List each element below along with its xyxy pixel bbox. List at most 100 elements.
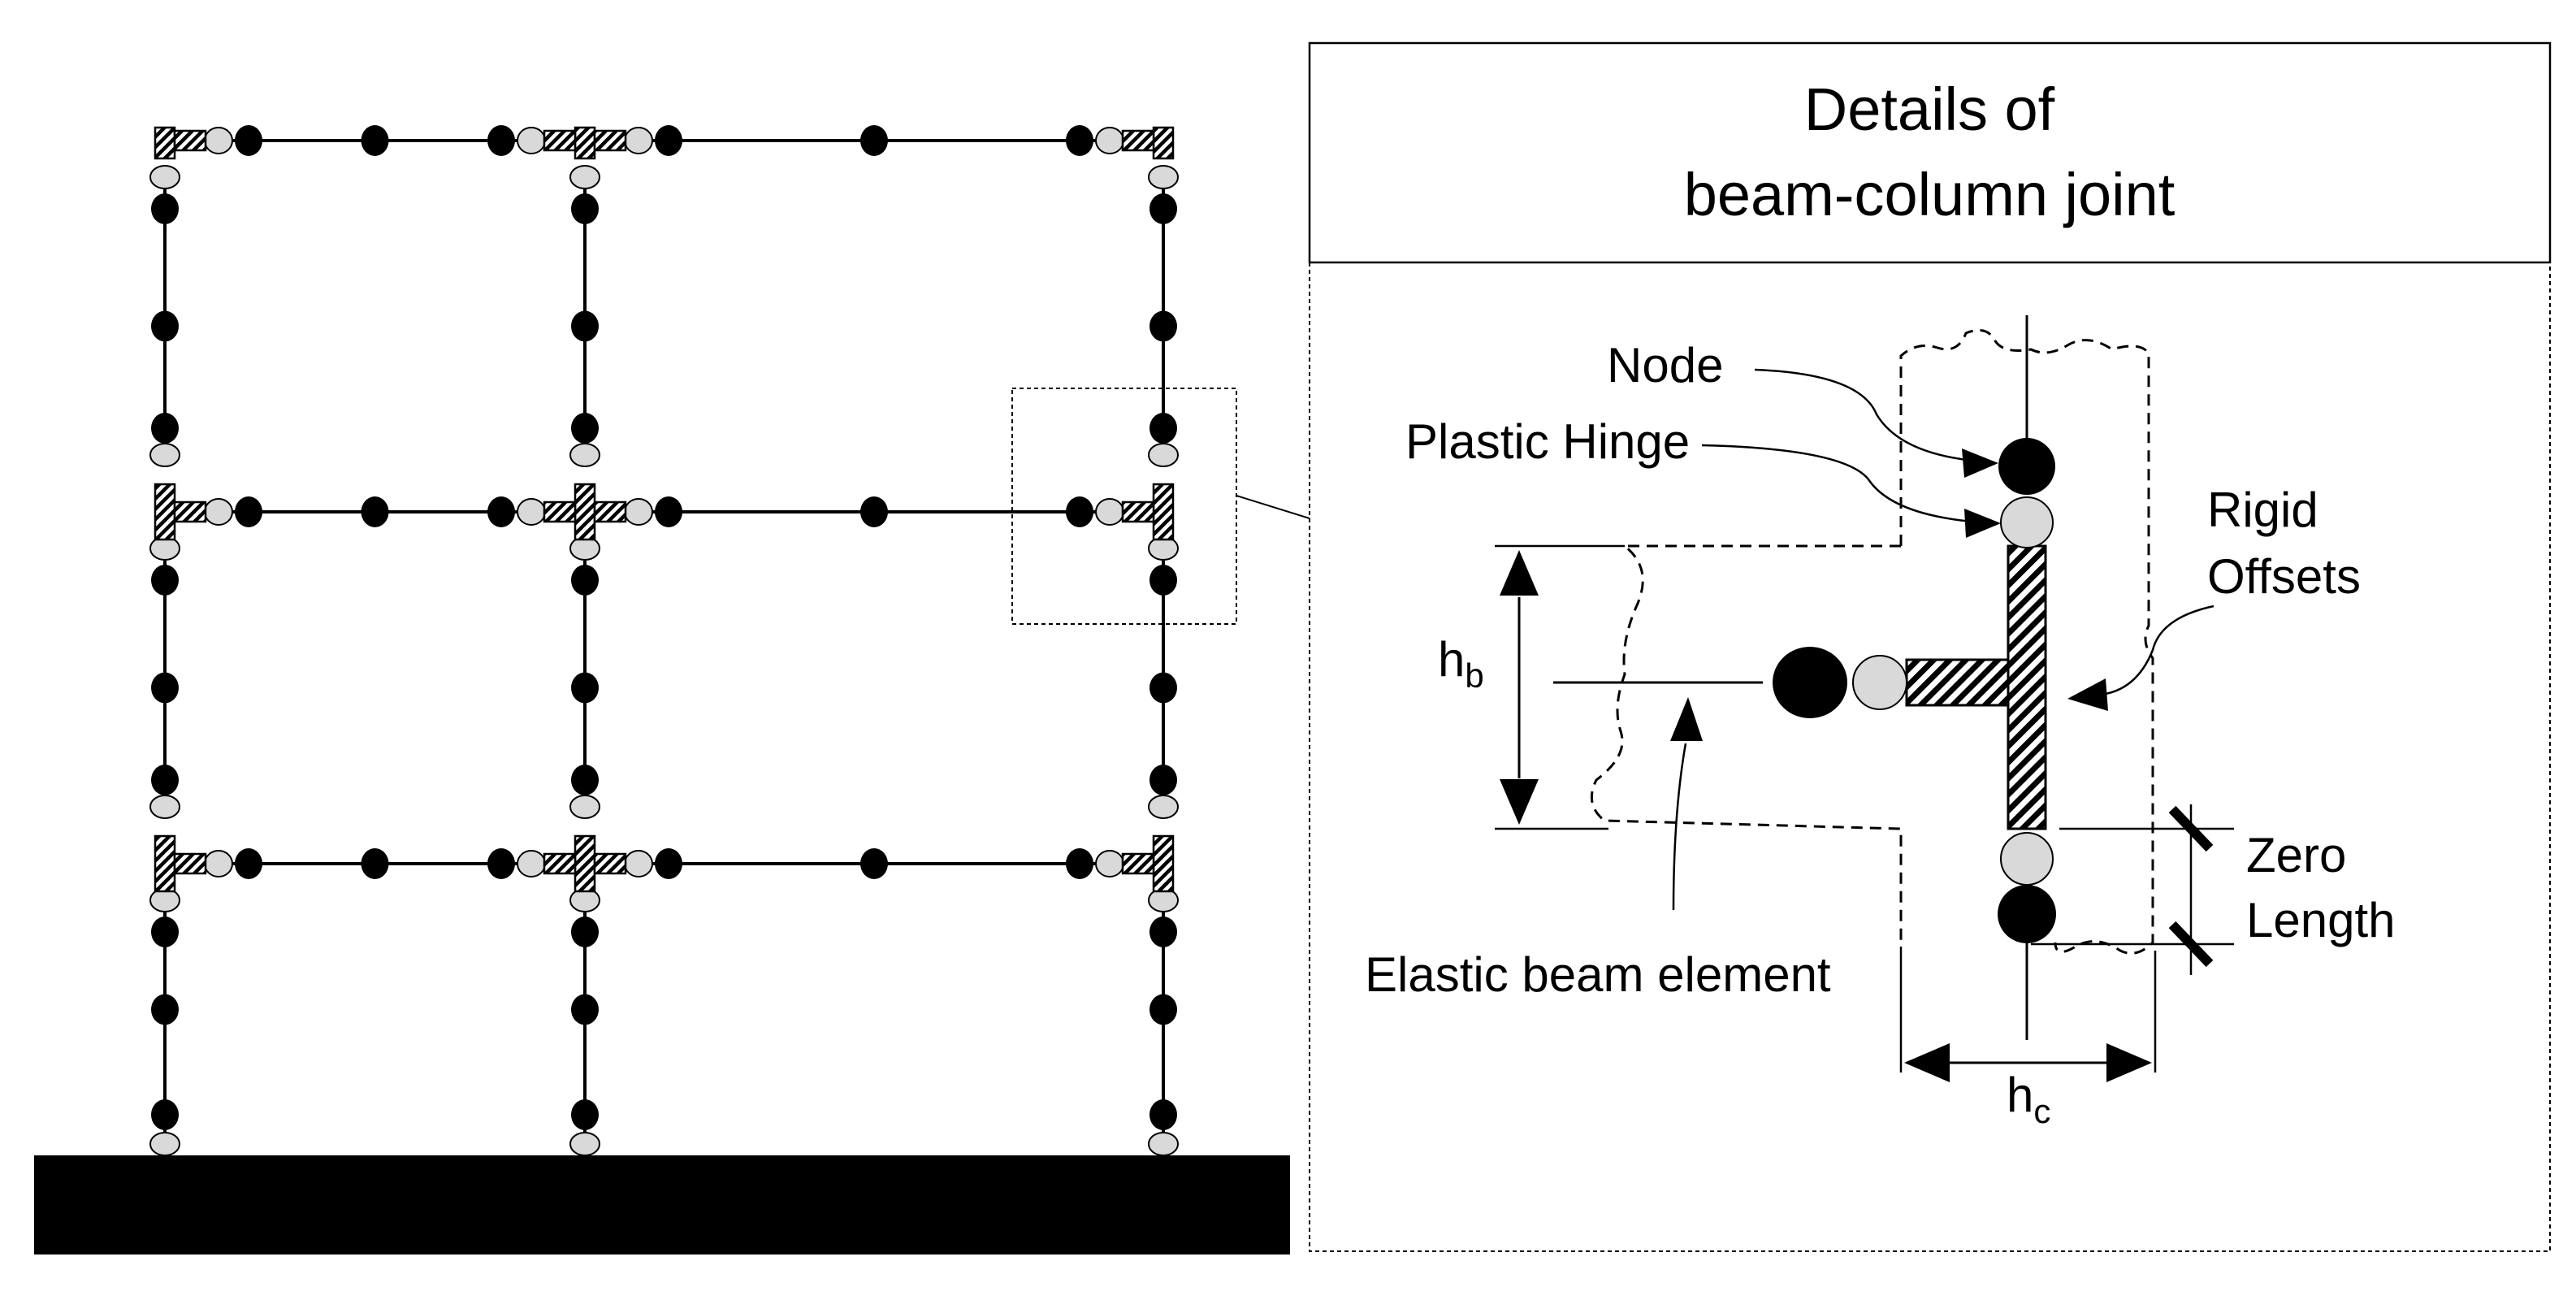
column-node-bottom[interactable] — [1149, 413, 1177, 444]
column-node-mid[interactable] — [151, 994, 179, 1025]
callout-box — [1011, 388, 1237, 625]
column-hinge-top[interactable] — [1148, 165, 1179, 189]
beam-node-mid[interactable] — [361, 496, 389, 527]
column-node-top[interactable] — [151, 193, 179, 224]
rigid-offset-beam-left — [1121, 129, 1155, 152]
rigid-offset-beam-right — [173, 129, 207, 152]
column-node-bottom[interactable] — [571, 1099, 599, 1130]
detail-hinge-beam[interactable] — [1852, 655, 1907, 710]
column-node-top[interactable] — [151, 565, 179, 596]
beam-hinge-left[interactable] — [624, 498, 653, 526]
beam-node-right[interactable] — [1066, 848, 1093, 879]
beam-node-left[interactable] — [655, 125, 682, 156]
beam-hinge-left[interactable] — [624, 127, 653, 154]
plastic-hinge-leader-arrowhead — [1964, 509, 2001, 538]
detail-node-beam[interactable] — [1773, 647, 1847, 718]
column-node-bottom[interactable] — [571, 413, 599, 444]
callout-leader — [1236, 495, 1310, 519]
zero-length-label-line2: Length — [2246, 893, 2396, 947]
beam-node-right[interactable] — [1066, 125, 1093, 156]
beam-hinge-left[interactable] — [204, 127, 233, 154]
detail-hinge-bottom[interactable] — [2000, 832, 2054, 886]
column-hinge-bottom[interactable] — [149, 795, 180, 819]
beam-node-right[interactable] — [1066, 496, 1093, 527]
rigid-offset-column — [154, 126, 176, 160]
zero-length-tick-bottom — [2168, 921, 2214, 968]
column-node-bottom[interactable] — [151, 1099, 179, 1130]
beam-hinge-right[interactable] — [1095, 498, 1124, 526]
column-node-mid[interactable] — [1149, 672, 1177, 704]
plastic-hinge-label[interactable]: Plastic Hinge — [1405, 414, 1690, 469]
rigid-offset-beam-left — [543, 500, 577, 523]
detail-node-top[interactable] — [1998, 438, 2055, 495]
column-node-bottom[interactable] — [1149, 1099, 1177, 1130]
beam-node-left[interactable] — [235, 848, 262, 879]
column-node-mid[interactable] — [571, 994, 599, 1025]
rigid-offset-beam[interactable] — [1905, 658, 2010, 707]
beam-node-mid[interactable] — [860, 848, 888, 879]
beam-node-mid[interactable] — [860, 125, 888, 156]
column-node-mid[interactable] — [571, 310, 599, 342]
beam-node-right[interactable] — [487, 125, 515, 156]
column-node-top[interactable] — [1149, 193, 1177, 224]
detail-hinge-top[interactable] — [2000, 496, 2054, 548]
rigid-offset-beam-left — [1121, 500, 1155, 523]
beam-node-right[interactable] — [487, 496, 515, 527]
beam-hinge-right[interactable] — [1095, 850, 1124, 878]
column-node-bottom[interactable] — [571, 765, 599, 795]
column-hinge-bottom[interactable] — [1148, 443, 1179, 467]
column-node-mid[interactable] — [571, 672, 599, 704]
column-node-bottom[interactable] — [1149, 765, 1177, 795]
column-node-top[interactable] — [571, 565, 599, 596]
beam-node-mid[interactable] — [361, 848, 389, 879]
column-node-bottom[interactable] — [151, 765, 179, 795]
beam-hinge-left[interactable] — [624, 850, 653, 878]
hc-label: hc — [2007, 1068, 2050, 1130]
beam-node-left[interactable] — [655, 496, 682, 527]
column-hinge-bottom[interactable] — [1148, 795, 1179, 819]
beam-node-mid[interactable] — [361, 125, 389, 156]
column-node-top[interactable] — [571, 193, 599, 224]
column-node-top[interactable] — [1149, 916, 1177, 947]
column-node-mid[interactable] — [1149, 994, 1177, 1025]
rigid-offset-beam-left — [543, 129, 577, 152]
beam-node-right[interactable] — [487, 848, 515, 879]
column-hinge-bottom[interactable] — [569, 795, 600, 819]
zero-length-label-line1: Zero — [2246, 828, 2346, 882]
column-node-mid[interactable] — [151, 672, 179, 704]
column-hinge-bottom[interactable] — [569, 443, 600, 467]
column-node-top[interactable] — [571, 916, 599, 947]
beam-node-left[interactable] — [655, 848, 682, 879]
beam-hinge-left[interactable] — [204, 850, 233, 878]
beam-hinge-right[interactable] — [1095, 127, 1124, 154]
column-node-mid[interactable] — [151, 310, 179, 342]
rigid-offset-column — [154, 834, 176, 893]
beam-node-mid[interactable] — [860, 496, 888, 527]
column-hinge-bottom[interactable] — [149, 1132, 180, 1156]
beam-hinge-right[interactable] — [517, 127, 546, 154]
rigid-offset-column[interactable] — [2007, 544, 2047, 830]
column-node-mid[interactable] — [1149, 310, 1177, 342]
rigid-offset-column — [1152, 483, 1175, 541]
column-hinge-top[interactable] — [149, 165, 180, 189]
beam-hinge-right[interactable] — [517, 850, 546, 878]
beam-hinge-right[interactable] — [517, 498, 546, 526]
column-hinge-bottom[interactable] — [149, 443, 180, 467]
column-hinge-bottom[interactable] — [569, 1132, 600, 1156]
joint-outline-beam — [1590, 544, 1903, 942]
rigid-offsets-label-line1[interactable]: Rigid — [2207, 483, 2318, 537]
beam-hinge-left[interactable] — [204, 498, 233, 526]
detail-node-bottom[interactable] — [1998, 885, 2056, 943]
column-hinge-top[interactable] — [569, 165, 600, 189]
column-node-top[interactable] — [151, 916, 179, 947]
node-leader — [1754, 368, 1983, 463]
column-hinge-bottom[interactable] — [1148, 1132, 1179, 1156]
column-node-bottom[interactable] — [151, 413, 179, 444]
elastic-beam-label[interactable]: Elastic beam element — [1365, 947, 1831, 1002]
beam-node-left[interactable] — [235, 125, 262, 156]
node-label[interactable]: Node — [1607, 338, 1723, 392]
column-node-top[interactable] — [1149, 565, 1177, 596]
rigid-offsets-label-line2[interactable]: Offsets — [2207, 549, 2361, 604]
beam-node-left[interactable] — [235, 496, 262, 527]
